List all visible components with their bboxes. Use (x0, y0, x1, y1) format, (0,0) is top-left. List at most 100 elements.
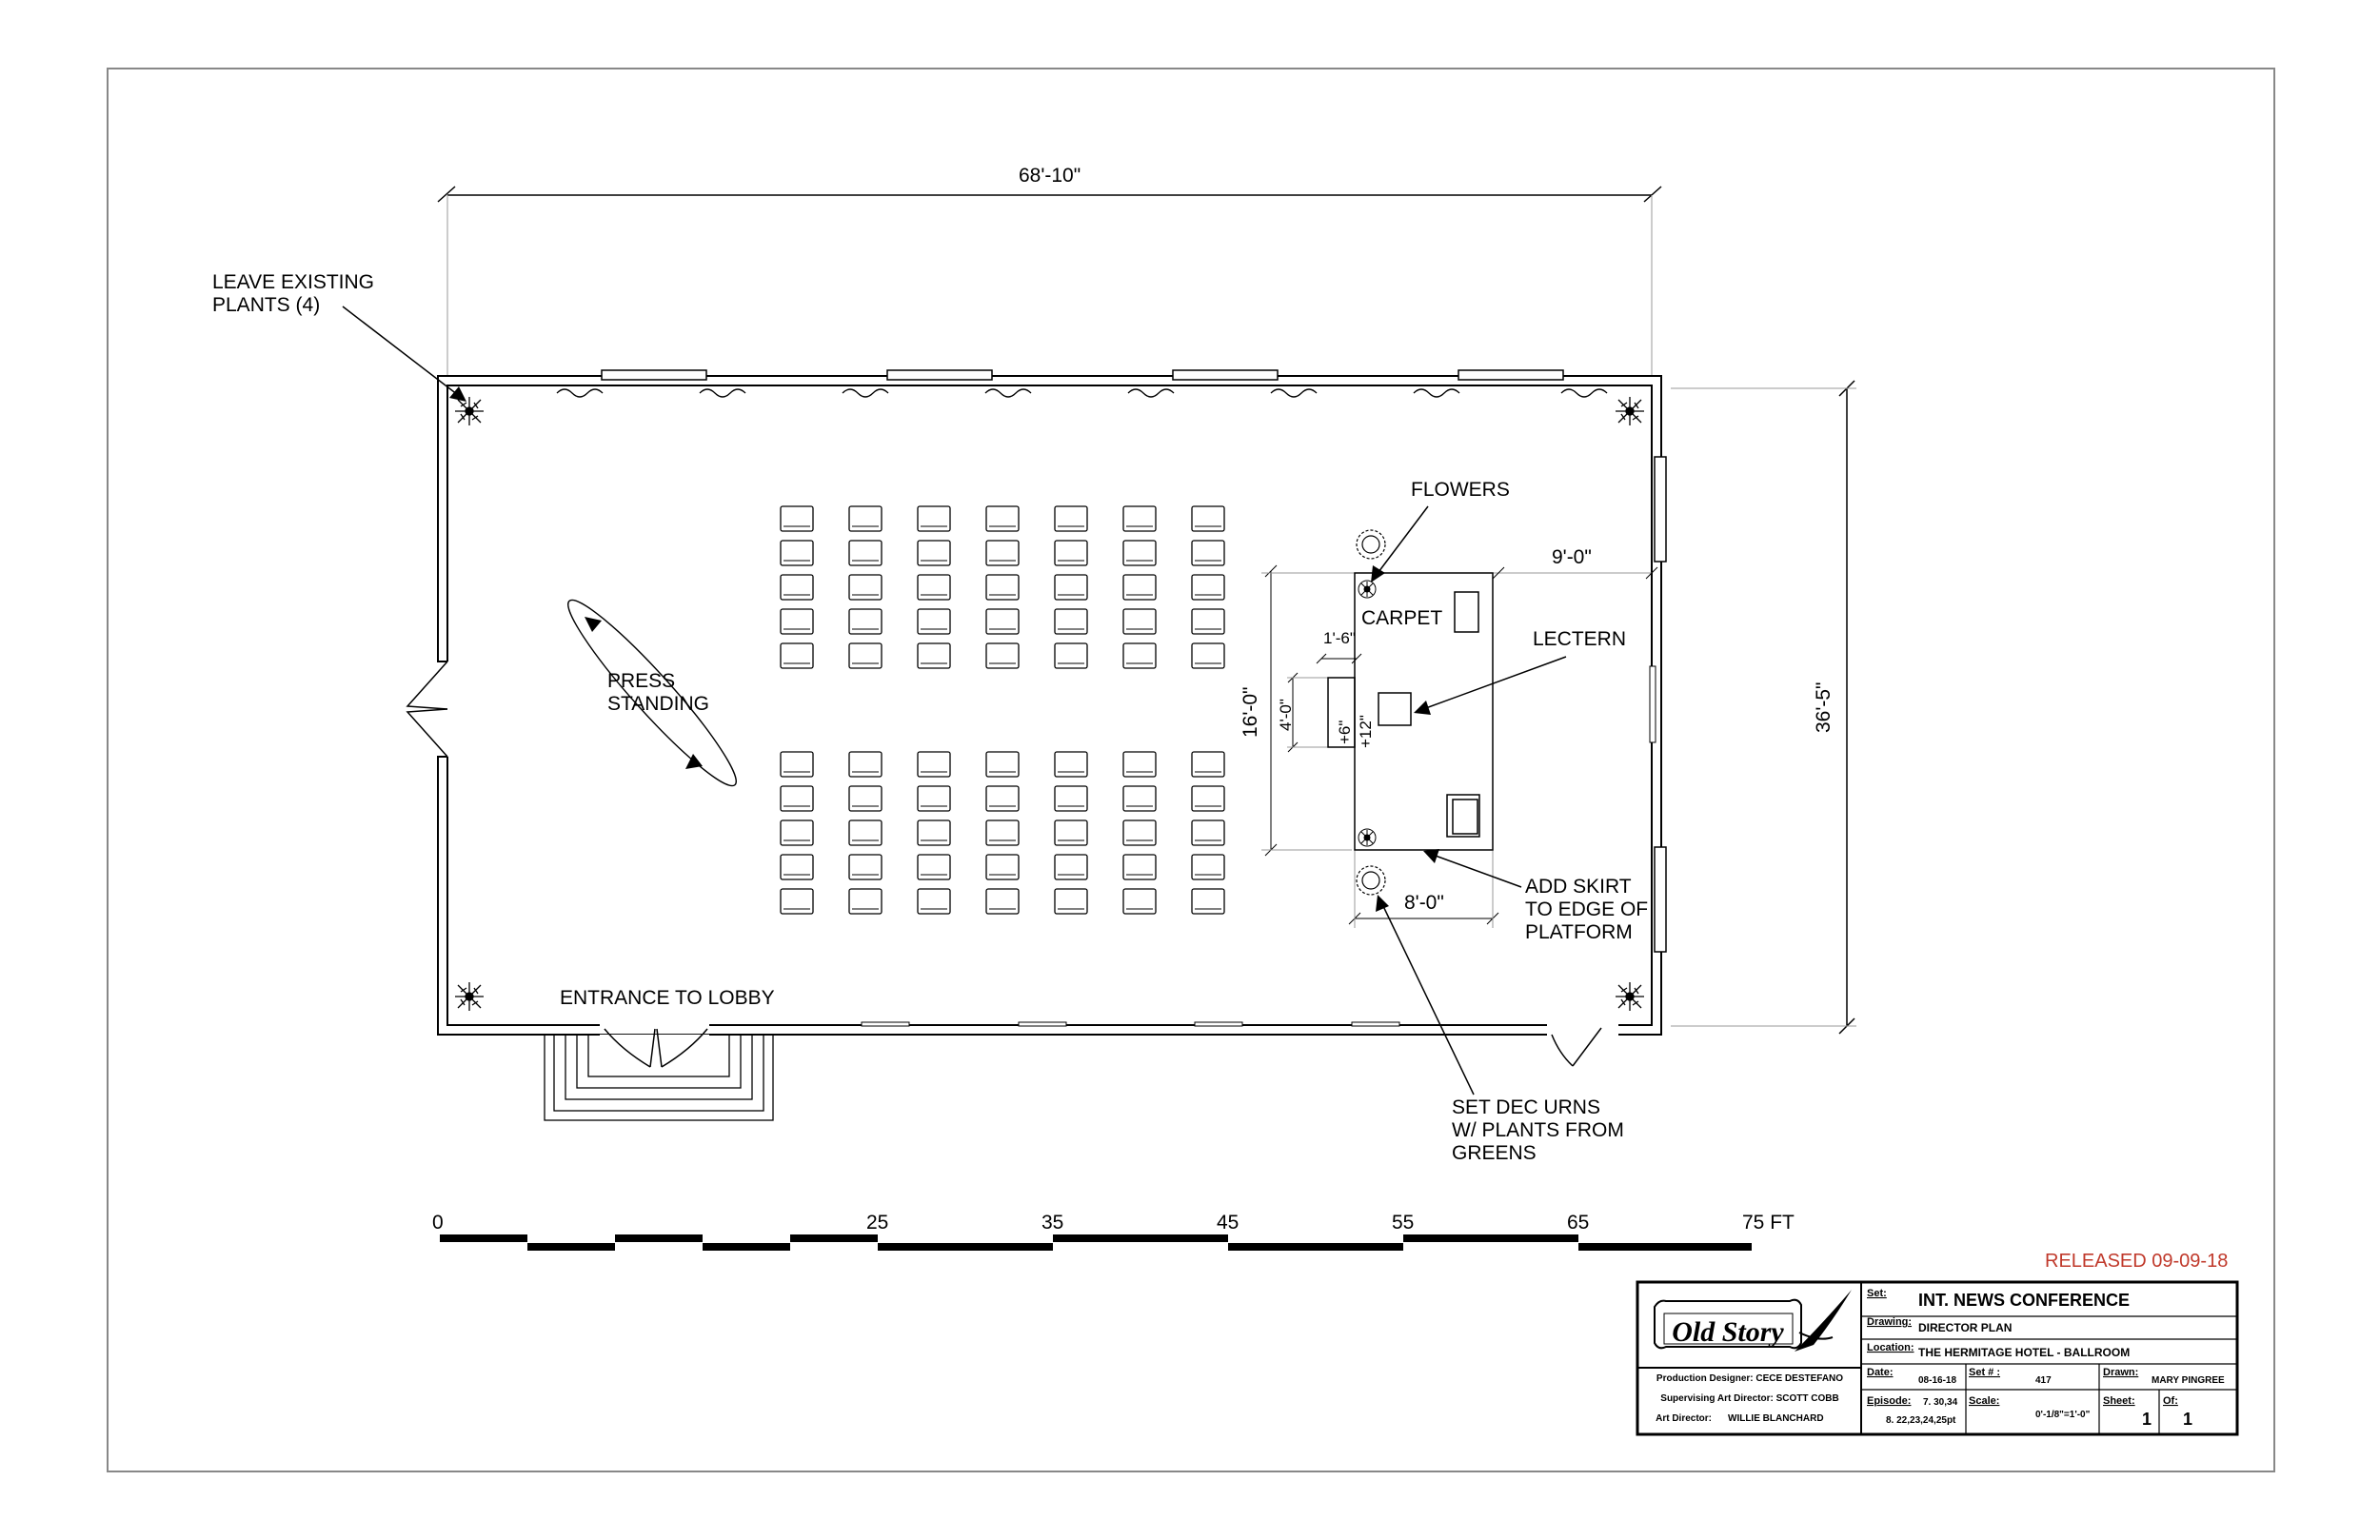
scale-bar (440, 1234, 1752, 1251)
flower-arrangement-icon (1358, 828, 1377, 847)
dim-16ft-label: 16'-0" (1240, 687, 1261, 739)
scale-tick-55: 55 (1392, 1212, 1414, 1234)
audience-chair (917, 540, 951, 566)
sheet-label: Sheet: (2103, 1395, 2135, 1407)
audience-chair (917, 785, 951, 812)
bottom-wall-marks (861, 1021, 1400, 1027)
existing-plant-icon (455, 982, 484, 1011)
leader-arrow-plants (342, 306, 466, 402)
audience-chair (985, 642, 1020, 669)
audience-chair (848, 819, 883, 846)
audience-chair (848, 608, 883, 635)
dim-8ft-label: 8'-0" (1404, 892, 1444, 914)
note-skirt-line3: PLATFORM (1525, 921, 1633, 943)
existing-plant-icon (455, 397, 484, 425)
audience-chair (985, 751, 1020, 778)
chair (1446, 794, 1480, 838)
audience-chair (780, 785, 814, 812)
scale-tick-75: 75 FT (1742, 1212, 1795, 1234)
of-label: Of: (2163, 1395, 2178, 1407)
audience-chair (1191, 505, 1225, 532)
audience-chair (917, 854, 951, 880)
episode-value-1: 7. 30,34 (1923, 1397, 1958, 1408)
bottom-right-door (1551, 1027, 1602, 1067)
released-stamp: RELEASED 09-09-18 (2045, 1251, 2228, 1272)
audience-chair (780, 854, 814, 880)
set-value: INT. NEWS CONFERENCE (1918, 1291, 2130, 1310)
note-urns-line3: GREENS (1452, 1142, 1537, 1164)
audience-chair (1122, 540, 1157, 566)
note-flowers: FLOWERS (1411, 479, 1510, 501)
urn-icon (1356, 529, 1386, 560)
audience-chair (1191, 751, 1225, 778)
audience-chair (780, 608, 814, 635)
audience-chair (985, 854, 1020, 880)
drawn-value: MARY PINGREE (2152, 1375, 2225, 1386)
audience-chair (1122, 642, 1157, 669)
note-urns-line2: W/ PLANTS FROM (1452, 1119, 1624, 1141)
audience-chair (985, 540, 1020, 566)
audience-chair (917, 608, 951, 635)
audience-chair (1122, 574, 1157, 601)
audience-chair (1122, 785, 1157, 812)
drawn-label: Drawn: (2103, 1367, 2138, 1378)
audience-chair (1054, 785, 1088, 812)
audience-chair (917, 642, 951, 669)
lobby-double-door (604, 1028, 708, 1068)
set-label: Set: (1867, 1288, 1887, 1299)
sheet-border (107, 68, 2275, 1472)
audience-chair (848, 785, 883, 812)
audience-chair (917, 751, 951, 778)
logo-text: Old Story (1672, 1316, 1784, 1348)
dim-plus6-label: +6" (1336, 721, 1354, 744)
note-skirt-line1: ADD SKIRT (1525, 876, 1632, 898)
audience-chair (780, 540, 814, 566)
audience-chair (1191, 574, 1225, 601)
width-dimension (437, 186, 1662, 376)
audience-chair (1191, 608, 1225, 635)
audience-chair (1191, 888, 1225, 915)
audience-chair (917, 574, 951, 601)
dim-plus12-label: +12" (1357, 715, 1375, 748)
audience-chair (1054, 751, 1088, 778)
audience-chair (780, 888, 814, 915)
audience-chair (780, 819, 814, 846)
drawing-value: DIRECTOR PLAN (1918, 1321, 2012, 1334)
drawing-label: Drawing: (1867, 1316, 1912, 1328)
note-entrance: ENTRANCE TO LOBBY (560, 987, 775, 1009)
audience-chair (848, 888, 883, 915)
audience-chair (1191, 785, 1225, 812)
right-windows (1649, 456, 1667, 953)
scale-value: 0'-1/8"=1'-0" (2035, 1410, 2091, 1420)
left-double-door (406, 661, 448, 758)
audience-chair (1122, 888, 1157, 915)
audience-chair (985, 608, 1020, 635)
platform-step (1327, 677, 1356, 748)
note-urns-line1: SET DEC URNS (1452, 1096, 1600, 1118)
set-number-label: Set # : (1969, 1367, 2000, 1378)
note-lectern: LECTERN (1533, 628, 1626, 650)
audience-chair (1054, 888, 1088, 915)
room-walls (437, 375, 1662, 1036)
note-carpet: CARPET (1361, 607, 1442, 629)
height-dimension (1671, 380, 1856, 1035)
dim-1ft6-label: 1'-6" (1323, 629, 1356, 647)
platform-dimensions (1261, 564, 1658, 928)
note-plants-line2: PLANTS (4) (212, 294, 320, 316)
audience-chair (848, 540, 883, 566)
audience-chair (1054, 608, 1088, 635)
leader-arrow-skirt (1423, 849, 1522, 888)
audience-chair (1191, 540, 1225, 566)
location-value: THE HERMITAGE HOTEL - BALLROOM (1918, 1346, 2130, 1359)
top-windows (601, 369, 1564, 381)
art-director: WILLIE BLANCHARD (1728, 1413, 1824, 1424)
audience-chair (1191, 819, 1225, 846)
audience-chair (1054, 574, 1088, 601)
note-press-line2: STANDING (607, 693, 709, 715)
note-skirt-line2: TO EDGE OF (1525, 898, 1648, 920)
audience-chair (985, 574, 1020, 601)
title-block (1636, 1280, 2239, 1436)
existing-plant-icon (1616, 397, 1644, 425)
press-area-rotation-marker (567, 599, 737, 787)
audience-chair (780, 505, 814, 532)
